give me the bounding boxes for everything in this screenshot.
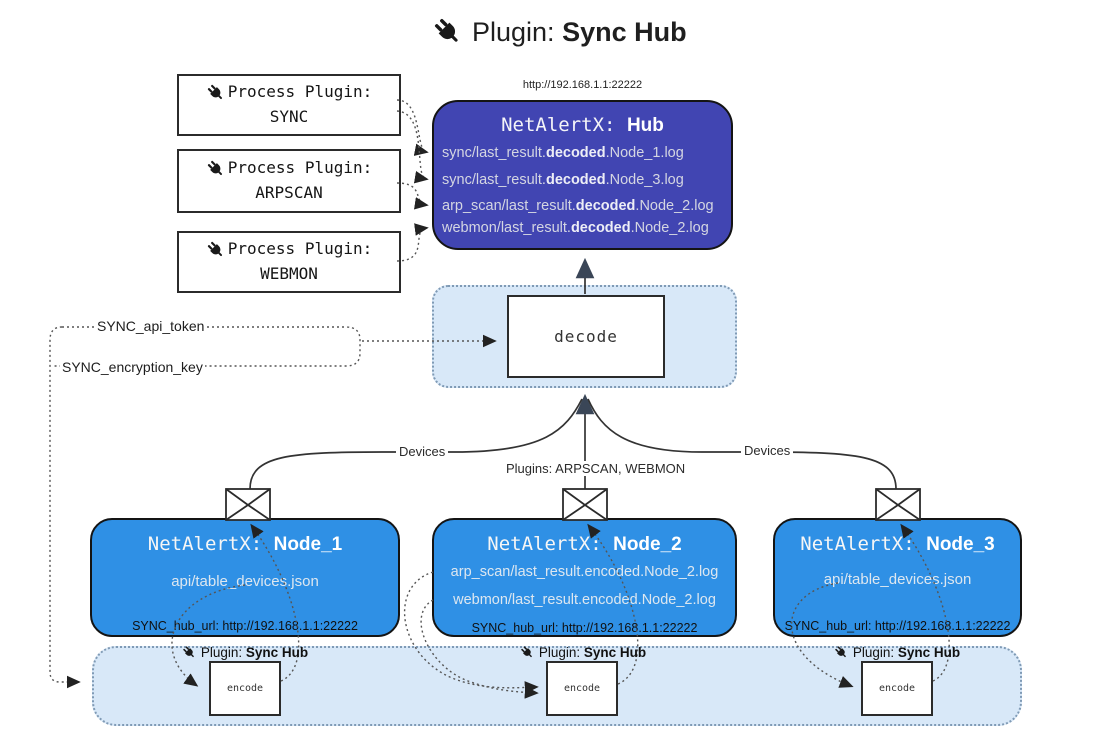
process-plugin-label: Process Plugin:	[227, 158, 373, 178]
hub-log-line: arp_scan/last_result.decoded.Node_2.log	[442, 198, 714, 214]
edge-keys-to-band	[49, 326, 81, 689]
decode-label: decode	[554, 327, 618, 346]
process-plugin-box-arpscan: Process Plugin: ARPSCAN	[177, 149, 401, 213]
process-plugin-label: Process Plugin:	[227, 239, 373, 259]
devices-label-left: Devices	[396, 444, 449, 459]
node-hub-url: SYNC_hub_url: http://192.168.1.1:22222	[132, 619, 358, 633]
edge-arpscan-to-hub-log3	[396, 182, 429, 210]
node-box-node-2: NetAlertX: Node_2 arp_scan/last_result.e…	[432, 518, 737, 637]
sync-api-token-label: SYNC_api_token	[95, 318, 207, 334]
diagram-title: Plugin: Sync Hub	[432, 16, 732, 48]
devices-label-right: Devices	[741, 443, 794, 458]
plug-icon	[206, 240, 226, 260]
node-box-node-1: NetAlertX: Node_1 api/table_devices.json…	[90, 518, 400, 637]
plug-icon	[520, 645, 535, 660]
process-plugin-label-row: Process Plugin:	[206, 156, 373, 181]
envelope-icon	[562, 488, 608, 521]
node-file-line: api/table_devices.json	[171, 573, 319, 590]
process-plugin-box-sync: Process Plugin: SYNC	[177, 74, 401, 136]
process-plugin-label-row: Process Plugin:	[206, 80, 373, 105]
title-text: Plugin: Sync Hub	[472, 16, 687, 47]
encode-box-3: encode	[861, 661, 933, 716]
encode-label: encode	[226, 683, 264, 694]
node-title: NetAlertX: Node_2	[487, 533, 682, 555]
process-plugin-name: SYNC	[269, 107, 309, 126]
encoder-plugin-label-3: Plugin: Sync Hub	[834, 645, 960, 660]
hub-log-line: sync/last_result.decoded.Node_3.log	[442, 172, 684, 188]
plug-icon	[182, 645, 197, 660]
process-plugin-name: WEBMON	[260, 264, 318, 283]
hub-log-line: webmon/last_result.decoded.Node_2.log	[442, 220, 709, 236]
decode-box: decode	[507, 295, 665, 378]
node-hub-url: SYNC_hub_url: http://192.168.1.1:22222	[471, 621, 698, 635]
process-plugin-label-row: Process Plugin:	[206, 237, 373, 262]
envelope-icon	[875, 488, 921, 521]
plug-icon	[834, 645, 849, 660]
process-plugin-box-webmon: Process Plugin: WEBMON	[177, 231, 401, 293]
node-hub-url: SYNC_hub_url: http://192.168.1.1:22222	[784, 619, 1011, 633]
plugins-edge-label: Plugins: ARPSCAN, WEBMON	[503, 461, 689, 476]
plug-icon	[432, 16, 464, 48]
hub-log-line: sync/last_result.decoded.Node_1.log	[442, 145, 684, 161]
envelope-icon	[225, 488, 271, 521]
node-file-line: arp_scan/last_result.encoded.Node_2.log	[450, 564, 719, 580]
plug-icon	[206, 83, 226, 103]
encode-box-2: encode	[546, 661, 618, 716]
edge-sync-to-hub-log2	[396, 110, 429, 184]
edge-sync-to-hub-log1	[396, 99, 429, 156]
node-box-node-3: NetAlertX: Node_3 api/table_devices.json…	[773, 518, 1022, 637]
plug-icon	[206, 159, 226, 179]
node-file-line: webmon/last_result.encoded.Node_2.log	[453, 592, 716, 608]
envelope-icons	[225, 488, 921, 521]
encode-label: encode	[563, 683, 601, 694]
node-title: NetAlertX: Node_3	[800, 533, 995, 555]
node-title: NetAlertX: Node_1	[147, 533, 343, 555]
encode-box-1: encode	[209, 661, 281, 716]
sync-encryption-key-label: SYNC_encryption_key	[60, 359, 205, 375]
encoder-plugin-label-2: Plugin: Sync Hub	[520, 645, 646, 660]
encoder-plugin-label-1: Plugin: Sync Hub	[182, 645, 308, 660]
edge-webmon-to-hub-log4	[396, 223, 429, 262]
process-plugin-name: ARPSCAN	[255, 183, 323, 202]
hub-box: NetAlertX: Hub sync/last_result.decoded.…	[432, 100, 733, 250]
process-plugin-label: Process Plugin:	[227, 82, 373, 102]
hub-title: NetAlertX: Hub	[501, 114, 664, 136]
node-file-line: api/table_devices.json	[823, 571, 972, 588]
encode-label: encode	[878, 683, 916, 694]
hub-url-label: http://192.168.1.1:22222	[522, 79, 643, 91]
